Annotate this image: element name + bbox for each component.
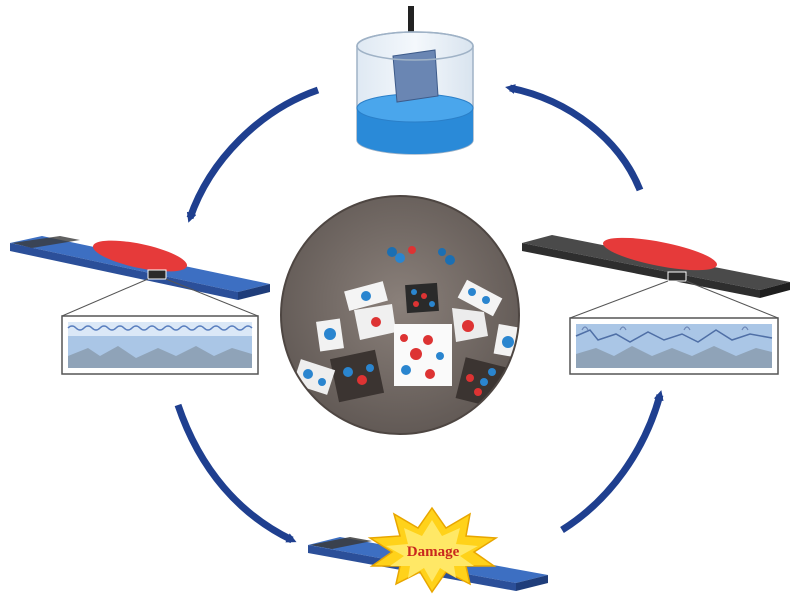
cycle-arrows (174, 84, 664, 544)
dip-coating-beaker-icon (356, 6, 474, 155)
sample-photo-icon (280, 195, 520, 435)
healthy-coated-substrate-icon (10, 236, 270, 375)
arrow-healthy-to-damage (174, 403, 297, 544)
arrow-beaker-to-healthy (186, 86, 320, 223)
arrow-healed-to-beaker (505, 84, 644, 192)
healed-substrate-icon (522, 235, 790, 375)
damage-label: Damage (407, 544, 460, 560)
damage-burst-icon (367, 506, 499, 594)
arrow-damage-to-healed (560, 390, 664, 533)
